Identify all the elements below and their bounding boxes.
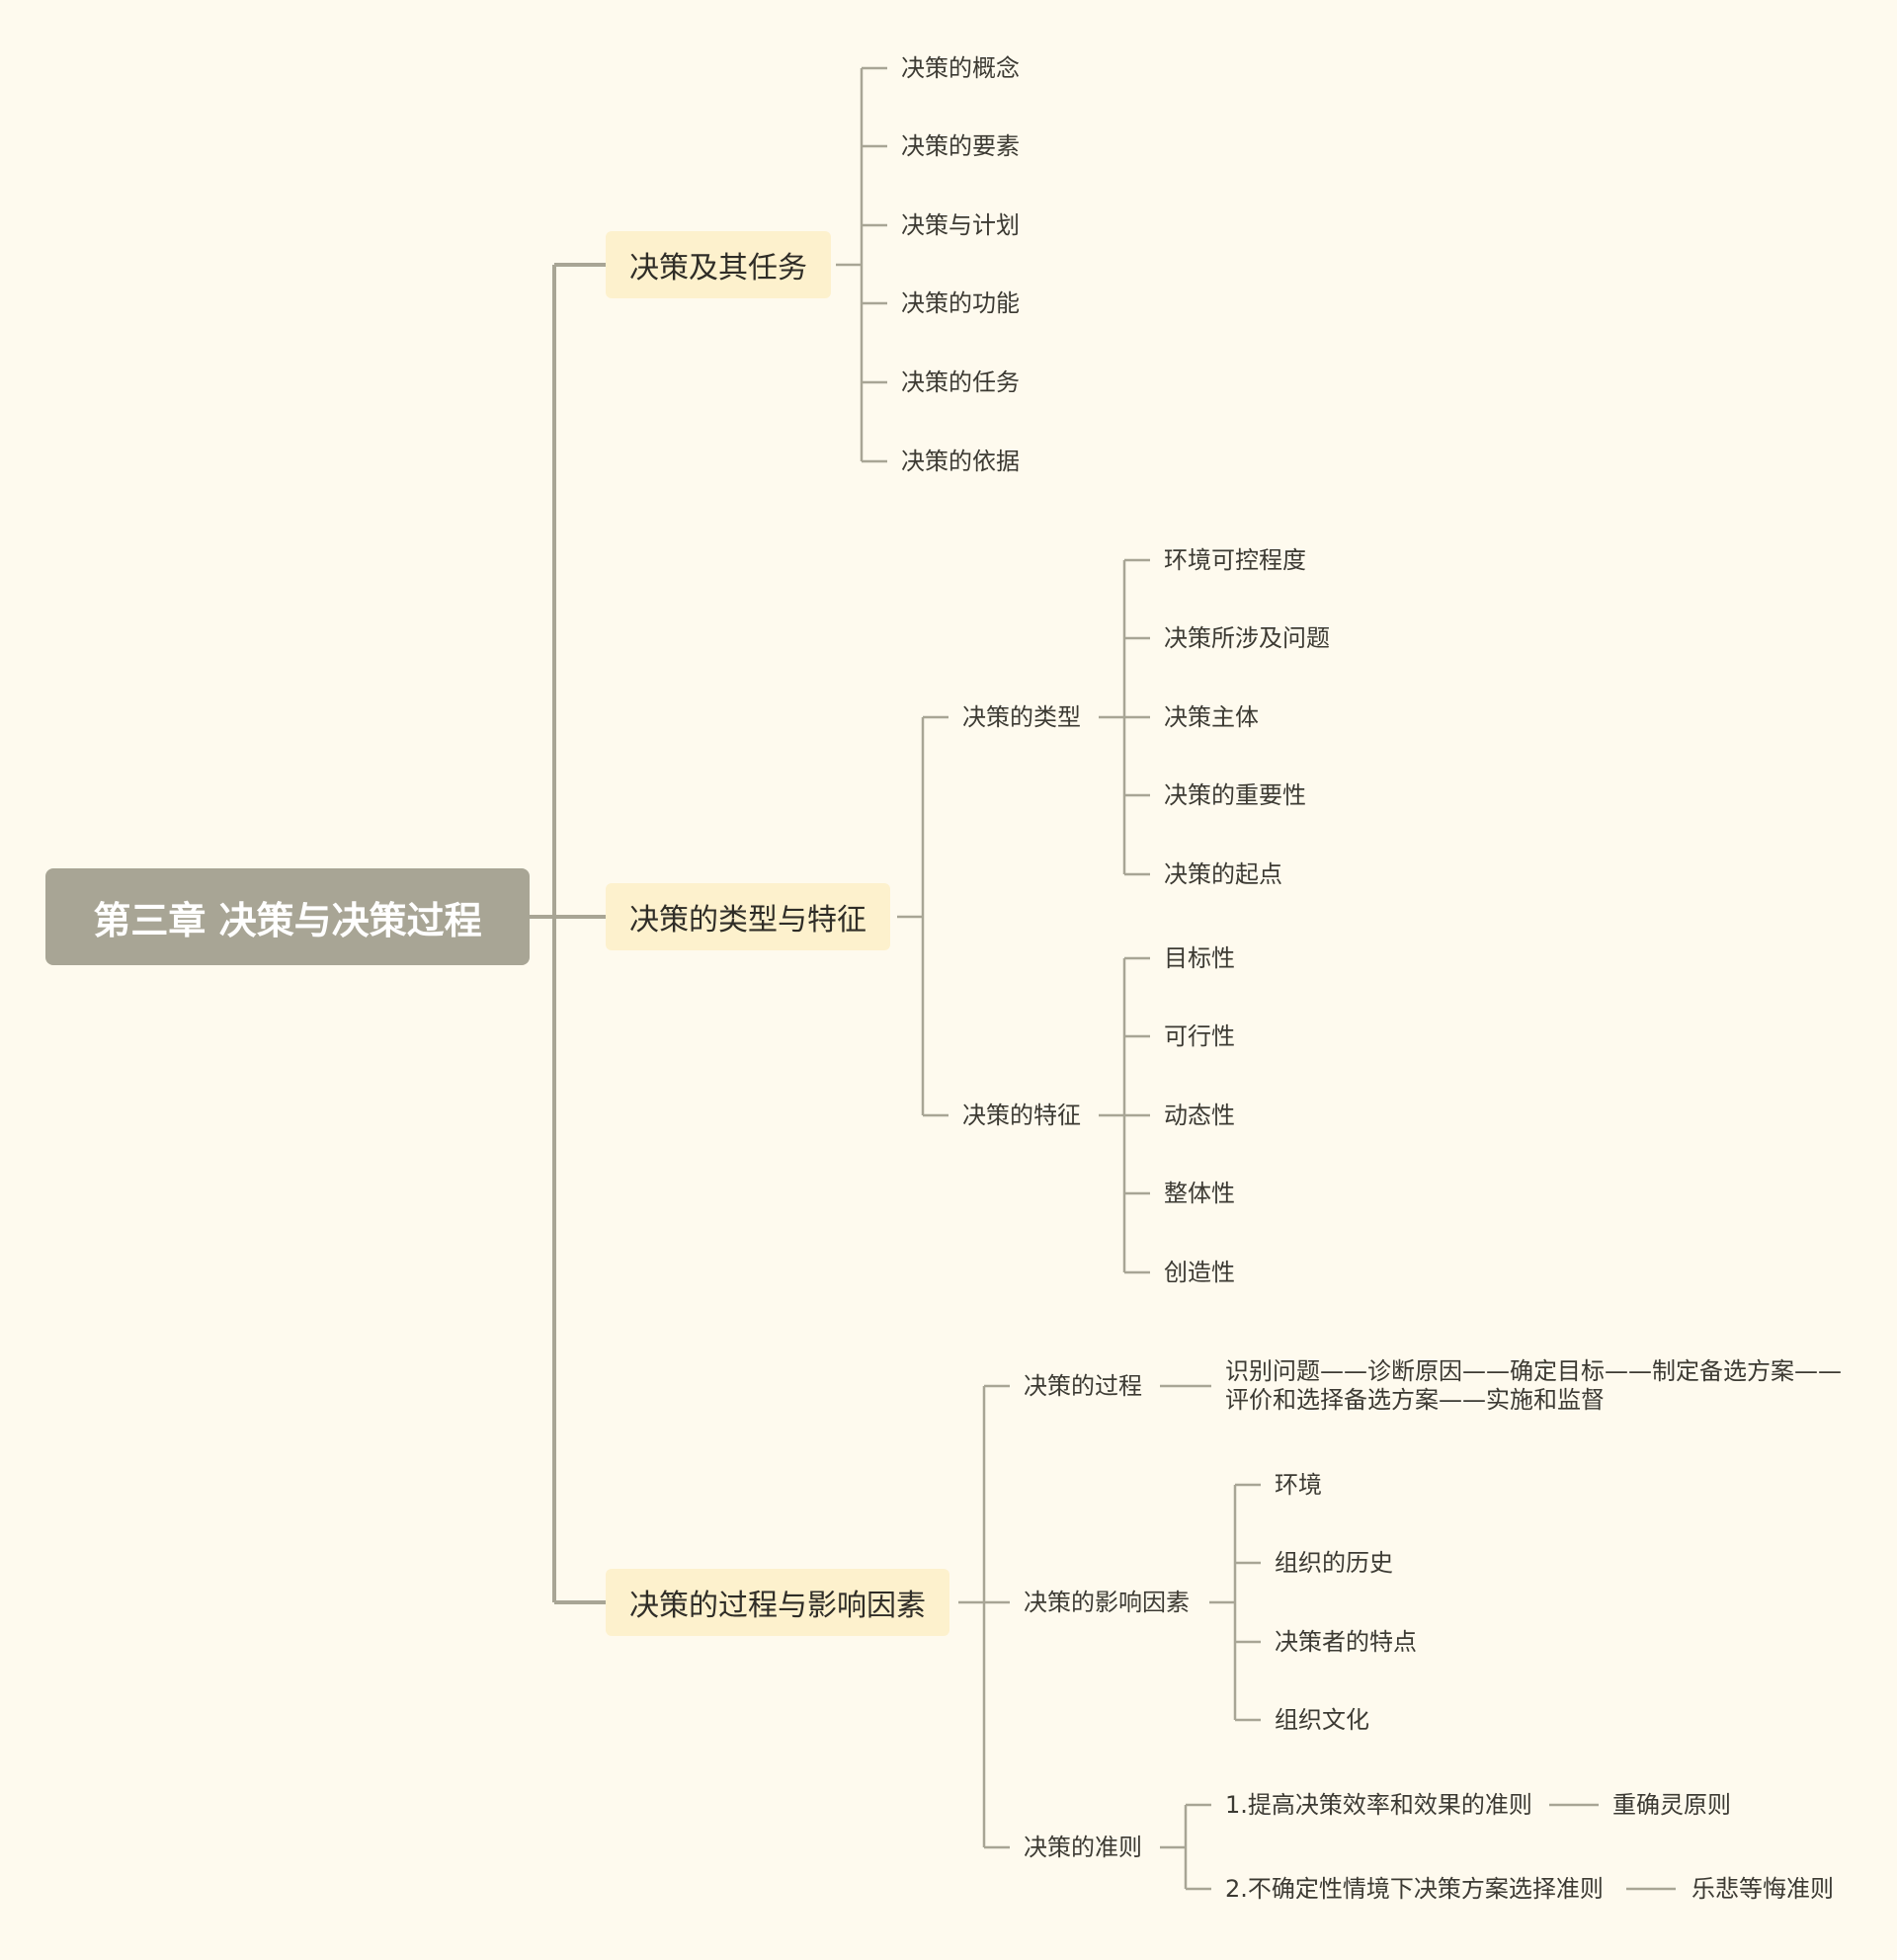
leaf-environment[interactable]: 环境	[1275, 1471, 1322, 1499]
leaf-decision-and-plan[interactable]: 决策与计划	[901, 211, 1020, 239]
leaf-feasibility[interactable]: 可行性	[1164, 1022, 1235, 1050]
leaf-decision-basis[interactable]: 决策的依据	[901, 448, 1020, 475]
branch-process-and-factors[interactable]: 决策的过程与影响因素	[606, 1569, 949, 1636]
leaf-process-steps[interactable]: 识别问题——诊断原因——确定目标——制定备选方案—— 评价和选择备选方案——实施…	[1225, 1357, 1857, 1415]
root-topic[interactable]: 第三章 决策与决策过程	[45, 868, 530, 965]
branch-connectors	[836, 66, 1676, 1891]
leaf-decision-concept[interactable]: 决策的概念	[901, 54, 1020, 82]
process-steps-line-1: 识别问题——诊断原因——确定目标——制定备选方案——	[1225, 1357, 1842, 1385]
leaf-organization-history[interactable]: 组织的历史	[1275, 1549, 1393, 1577]
leaf-decision-importance[interactable]: 决策的重要性	[1164, 781, 1306, 809]
branch-decision-and-tasks[interactable]: 决策及其任务	[606, 231, 831, 298]
leaf-decision-subject[interactable]: 决策主体	[1164, 703, 1259, 731]
branch-types-and-features[interactable]: 决策的类型与特征	[606, 883, 890, 950]
leaf-problems-involved[interactable]: 决策所涉及问题	[1164, 624, 1330, 652]
node-decision-features[interactable]: 决策的特征	[962, 1102, 1081, 1129]
leaf-efficiency-principle[interactable]: 重确灵原则	[1612, 1791, 1731, 1819]
leaf-goal-orientation[interactable]: 目标性	[1164, 944, 1235, 972]
root-connectors	[530, 263, 606, 1604]
node-decision-types[interactable]: 决策的类型	[962, 703, 1081, 731]
leaf-decision-maker-traits[interactable]: 决策者的特点	[1275, 1628, 1417, 1656]
leaf-wholeness[interactable]: 整体性	[1164, 1180, 1235, 1207]
node-decision-process[interactable]: 决策的过程	[1024, 1372, 1142, 1400]
node-influencing-factors[interactable]: 决策的影响因素	[1024, 1589, 1190, 1616]
leaf-decision-elements[interactable]: 决策的要素	[901, 132, 1020, 160]
leaf-decision-starting-point[interactable]: 决策的起点	[1164, 860, 1282, 888]
leaf-decision-function[interactable]: 决策的功能	[901, 289, 1020, 317]
leaf-dynamics[interactable]: 动态性	[1164, 1102, 1235, 1129]
leaf-creativity[interactable]: 创造性	[1164, 1259, 1235, 1286]
leaf-organization-culture[interactable]: 组织文化	[1275, 1706, 1369, 1734]
leaf-uncertainty-principle[interactable]: 乐悲等悔准则	[1691, 1875, 1834, 1903]
node-decision-criteria[interactable]: 决策的准则	[1024, 1834, 1142, 1861]
leaf-efficiency-criteria[interactable]: 1.提高决策效率和效果的准则	[1225, 1791, 1532, 1819]
process-steps-line-2: 评价和选择备选方案——实施和监督	[1225, 1386, 1605, 1414]
leaf-decision-task[interactable]: 决策的任务	[901, 368, 1020, 396]
leaf-uncertainty-criteria[interactable]: 2.不确定性情境下决策方案选择准则	[1225, 1875, 1604, 1903]
leaf-environment-controllability[interactable]: 环境可控程度	[1164, 546, 1306, 574]
